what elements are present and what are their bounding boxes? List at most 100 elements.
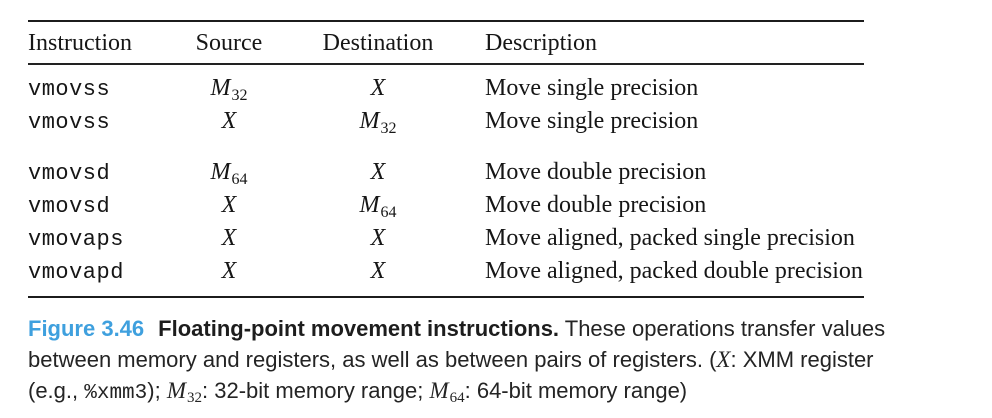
source-operand: X bbox=[222, 258, 237, 284]
table-header-rule bbox=[28, 63, 864, 65]
operand-base: X bbox=[370, 258, 386, 284]
destination-cell: X bbox=[293, 76, 463, 100]
description-text: Move double precision bbox=[485, 192, 707, 218]
source-cell: M32 bbox=[165, 75, 293, 104]
source-cell: X bbox=[165, 259, 293, 283]
caption-line-3: (e.g., %xmm3); M32: 32-bit memory range;… bbox=[28, 375, 986, 410]
source-operand: X bbox=[222, 192, 237, 218]
caption-text: : 32-bit memory range; bbox=[202, 378, 430, 403]
destination-cell: X bbox=[293, 259, 463, 283]
caption-line-1: Figure 3.46 Floating-point movement instr… bbox=[28, 313, 986, 344]
instruction-mnemonic: vmovss bbox=[28, 76, 111, 102]
table-top-rule bbox=[28, 20, 864, 22]
source-operand: M32 bbox=[210, 75, 248, 104]
description-cell: Move single precision bbox=[463, 76, 864, 100]
instruction-cell: vmovsd bbox=[28, 193, 165, 218]
table-row: vmovaps X X Move aligned, packed single pre… bbox=[28, 222, 864, 255]
figure-number-label: Figure 3.46 bbox=[28, 316, 145, 341]
memory-32-symbol: M32 bbox=[166, 378, 202, 406]
instruction-mnemonic: vmovapd bbox=[28, 259, 124, 285]
caption-text: ); bbox=[147, 378, 167, 403]
table-row: vmovss X M32 Move single precision bbox=[28, 105, 864, 138]
operand-base: M bbox=[210, 159, 231, 185]
register-code-example: %xmm3 bbox=[84, 382, 148, 405]
xmm-register-symbol: X bbox=[716, 347, 731, 372]
destination-operand: X bbox=[371, 258, 386, 284]
source-cell: X bbox=[165, 193, 293, 217]
operand-subscript: 32 bbox=[231, 87, 248, 104]
source-operand: X bbox=[222, 108, 237, 134]
operand-base: X bbox=[370, 159, 386, 185]
destination-operand: M64 bbox=[359, 192, 397, 221]
description-cell: Move single precision bbox=[463, 109, 864, 133]
instruction-table: Instruction Source Destination Descripti… bbox=[28, 20, 864, 298]
description-cell: Move double precision bbox=[463, 160, 864, 184]
instruction-cell: vmovapd bbox=[28, 259, 165, 284]
operand-base: M bbox=[429, 378, 449, 403]
table-row: vmovsd X M64 Move double precision bbox=[28, 189, 864, 222]
operand-subscript: 64 bbox=[380, 204, 397, 221]
source-operand: M64 bbox=[210, 159, 248, 188]
table-row: vmovss M32 X Move single precision bbox=[28, 72, 864, 105]
instruction-cell: vmovsd bbox=[28, 160, 165, 185]
description-cell: Move double precision bbox=[463, 193, 864, 217]
caption-text: : 64-bit memory range) bbox=[464, 378, 688, 403]
instruction-mnemonic: vmovaps bbox=[28, 226, 124, 252]
operand-base: X bbox=[221, 258, 237, 284]
destination-operand: X bbox=[371, 159, 386, 185]
instruction-cell: vmovaps bbox=[28, 226, 165, 251]
figure-title: Floating-point movement instructions. bbox=[158, 316, 560, 341]
description-text: Move single precision bbox=[485, 108, 699, 134]
instruction-cell: vmovss bbox=[28, 76, 165, 101]
destination-operand: M32 bbox=[359, 108, 397, 137]
description-text: Move double precision bbox=[485, 159, 707, 185]
figure-caption: Figure 3.46 Floating-point movement instr… bbox=[28, 313, 986, 410]
source-operand: X bbox=[222, 225, 237, 251]
column-header-instruction: Instruction bbox=[28, 29, 132, 56]
instruction-cell: vmovss bbox=[28, 109, 165, 134]
operand-subscript: 32 bbox=[187, 390, 202, 406]
caption-line-2: between memory and registers, as well as… bbox=[28, 344, 986, 375]
operand-subscript: 64 bbox=[449, 390, 465, 406]
table-bottom-rule bbox=[28, 295, 864, 298]
operand-base: M bbox=[210, 75, 231, 101]
operand-base: X bbox=[221, 108, 237, 134]
description-text: Move aligned, packed double precision bbox=[485, 258, 863, 284]
caption-text: These operations transfer values bbox=[559, 316, 886, 341]
destination-cell: X bbox=[293, 226, 463, 250]
description-cell: Move aligned, packed double precision bbox=[463, 259, 864, 283]
operand-base: X bbox=[370, 225, 386, 251]
memory-64-symbol: M64 bbox=[429, 378, 465, 406]
column-header-description: Description bbox=[485, 29, 597, 56]
description-text: Move aligned, packed single precision bbox=[485, 225, 855, 251]
operand-base: X bbox=[221, 192, 237, 218]
column-header-source: Source bbox=[195, 29, 263, 56]
caption-text: between memory and registers, as well as… bbox=[28, 347, 717, 372]
caption-text: : XMM register bbox=[730, 347, 874, 372]
table-row: vmovapd X X Move aligned, packed double pre… bbox=[28, 255, 864, 288]
operand-base: X bbox=[221, 225, 237, 251]
source-cell: X bbox=[165, 226, 293, 250]
operand-base: M bbox=[166, 378, 186, 403]
instruction-mnemonic: vmovsd bbox=[28, 160, 111, 186]
destination-cell: X bbox=[293, 160, 463, 184]
destination-cell: M64 bbox=[293, 192, 463, 221]
destination-cell: M32 bbox=[293, 108, 463, 137]
instruction-mnemonic: vmovsd bbox=[28, 193, 111, 219]
operand-subscript: 32 bbox=[380, 120, 397, 137]
description-text: Move single precision bbox=[485, 75, 699, 101]
description-cell: Move aligned, packed single precision bbox=[463, 226, 864, 250]
caption-text: (e.g., bbox=[28, 378, 85, 403]
column-header-destination: Destination bbox=[322, 29, 434, 56]
table-row: vmovsd M64 X Move double precision bbox=[28, 156, 864, 189]
source-cell: X bbox=[165, 109, 293, 133]
operand-base: M bbox=[359, 192, 380, 218]
operand-base: M bbox=[359, 108, 380, 134]
table-header-row: Instruction Source Destination Descripti… bbox=[28, 22, 864, 63]
operand-base: X bbox=[370, 75, 386, 101]
source-cell: M64 bbox=[165, 159, 293, 188]
